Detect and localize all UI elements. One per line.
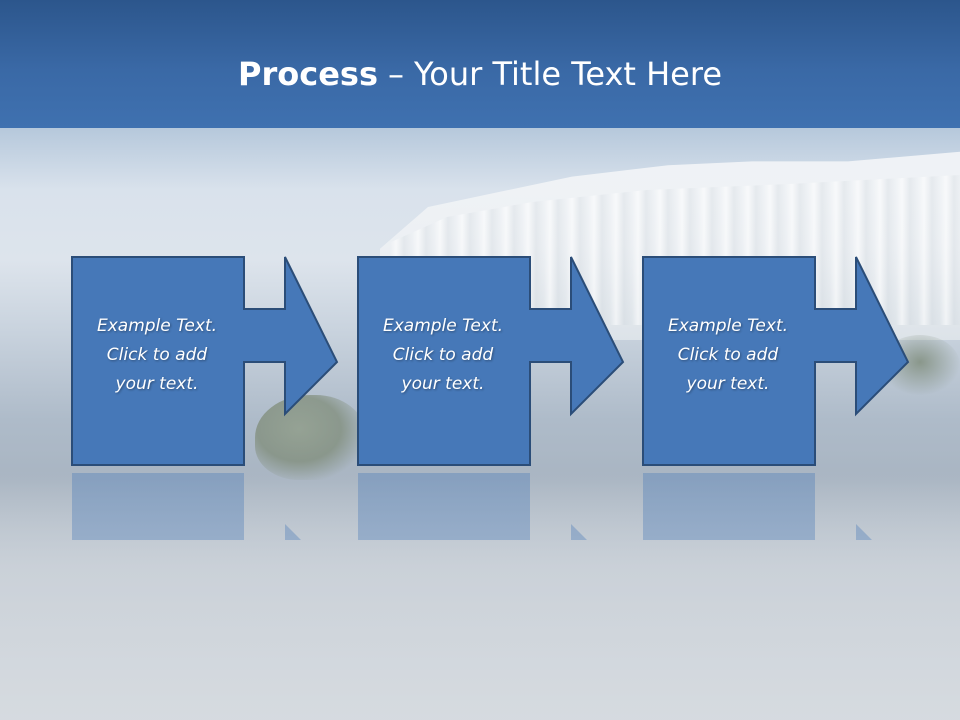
step-1-reflection bbox=[71, 470, 341, 540]
title-bar: Process–Your Title Text Here bbox=[0, 0, 960, 128]
step-1-text[interactable]: Example Text. Click to add your text. bbox=[96, 316, 218, 394]
island-image bbox=[255, 395, 365, 480]
title-bold-part: Process bbox=[238, 55, 378, 93]
process-step-1[interactable]: Example Text. Click to add your text. bbox=[71, 256, 341, 466]
title-rest: Your Title Text Here bbox=[413, 55, 722, 93]
step-2-reflection bbox=[357, 470, 627, 540]
mist-overlay bbox=[0, 470, 960, 720]
process-step-2[interactable]: Example Text. Click to add your text. bbox=[357, 256, 627, 466]
arrow-shape-3 bbox=[642, 256, 910, 466]
step-2-text[interactable]: Example Text. Click to add your text. bbox=[382, 316, 504, 394]
step-3-reflection bbox=[642, 470, 912, 540]
arrow-shape-1 bbox=[71, 256, 339, 466]
step-3-text[interactable]: Example Text. Click to add your text. bbox=[667, 316, 789, 394]
slide-title[interactable]: Process–Your Title Text Here bbox=[0, 52, 960, 96]
title-dash: – bbox=[387, 55, 404, 93]
process-step-3[interactable]: Example Text. Click to add your text. bbox=[642, 256, 912, 466]
arrow-shape-2 bbox=[357, 256, 625, 466]
